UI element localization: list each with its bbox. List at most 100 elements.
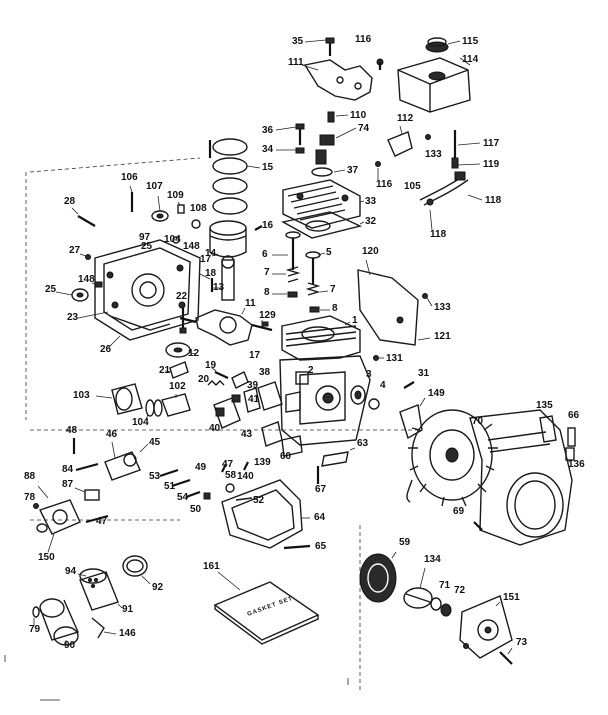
cylinder-head-33 [282, 179, 365, 229]
screw-65 [283, 544, 311, 550]
fuel-pump-63 [321, 447, 356, 467]
callout-118: 118 [485, 195, 502, 206]
screw-84 [75, 462, 99, 472]
callout-3: 3 [366, 369, 372, 380]
callout-105: 105 [404, 181, 421, 192]
starter-cup-134 [403, 567, 433, 609]
callout-21: 21 [159, 365, 171, 376]
callout-64: 64 [314, 512, 326, 523]
crankcase-cover-26 [94, 239, 201, 349]
callout-84: 84 [62, 464, 74, 475]
callout-58: 58 [225, 470, 237, 481]
callout-1: 1 [352, 315, 358, 326]
callout-18: 18 [205, 268, 217, 279]
nut-72 [440, 603, 452, 617]
callout-139: 139 [254, 457, 271, 468]
callout-78: 78 [24, 492, 36, 503]
callout-8: 8 [332, 303, 338, 314]
callout-37: 37 [347, 165, 359, 176]
muffler-core-91 [79, 568, 123, 611]
flywheel-149 [399, 397, 498, 507]
callout-121: 121 [434, 331, 451, 342]
callout-87: 87 [62, 479, 74, 490]
callout-46: 46 [106, 429, 118, 440]
gasket-23 [77, 311, 171, 331]
fitting-87 [74, 487, 100, 501]
callout-43: 43 [241, 429, 253, 440]
piston-rings-15 [208, 138, 261, 215]
callout-41: 41 [248, 394, 260, 405]
intake-tube-102 [161, 393, 191, 417]
callout-133: 133 [434, 302, 451, 313]
nut-94 [77, 573, 87, 577]
callout-111: 111 [288, 57, 304, 68]
callout-97: 97 [139, 232, 151, 243]
callout-133: 133 [425, 149, 442, 160]
rod-bolts-18 [199, 273, 214, 292]
callout-7: 7 [330, 284, 336, 295]
callout-25: 25 [141, 241, 153, 252]
gasket-39 [243, 387, 261, 413]
callout-74: 74 [358, 123, 370, 134]
washer-71 [430, 597, 442, 611]
key-129 [261, 320, 269, 327]
bolt-36 [275, 123, 305, 154]
callout-53: 53 [149, 471, 161, 482]
cylinder-block-1 [279, 315, 371, 446]
spring-20 [207, 380, 225, 386]
governor-gear-107 [151, 195, 169, 222]
callout-20: 20 [198, 374, 210, 385]
base-gasket-64 [221, 479, 310, 549]
callout-25: 25 [45, 284, 57, 295]
callout-73: 73 [516, 637, 528, 648]
callout-109: 109 [167, 190, 184, 201]
screw-47 [85, 514, 109, 524]
callout-71: 71 [439, 580, 451, 591]
callout-79: 79 [29, 624, 41, 635]
fuel-pump-150 [33, 485, 81, 553]
callout-136: 136 [568, 459, 585, 470]
callout-8: 8 [264, 287, 270, 298]
cam-gear-12 [165, 342, 197, 358]
callout-13: 13 [213, 282, 225, 293]
callout-72: 72 [454, 585, 466, 596]
bracket-112 [387, 125, 431, 157]
callout-120: 120 [362, 246, 379, 257]
callout-11: 11 [245, 298, 256, 309]
callout-151: 151 [503, 592, 520, 603]
gasket-kit-label: GASKET SET [247, 596, 294, 618]
spark-plug-37 [311, 167, 346, 177]
callout-70: 70 [472, 416, 484, 427]
callout-14: 14 [205, 248, 217, 259]
callout-129: 129 [259, 310, 276, 321]
callout-23: 23 [67, 312, 79, 323]
gear-58 [225, 483, 235, 493]
washer-4 [368, 398, 380, 410]
callout-59: 59 [399, 537, 411, 548]
callout-148: 148 [183, 241, 200, 252]
callout-47: 47 [222, 459, 234, 470]
callout-12: 12 [188, 348, 200, 359]
control-bracket-46 [104, 441, 141, 481]
throttle-link-53 [159, 461, 249, 500]
callout-36: 36 [262, 125, 274, 136]
head-bolt-35 [304, 37, 335, 56]
callout-5: 5 [326, 247, 332, 258]
callout-110: 110 [350, 110, 367, 121]
callout-90: 90 [64, 640, 76, 651]
screw-131 [373, 355, 384, 361]
callout-104: 104 [164, 234, 181, 245]
callout-148: 148 [78, 274, 95, 285]
callout-47: 47 [96, 516, 108, 527]
stud-117 [451, 130, 481, 169]
valve-6 [272, 231, 301, 270]
rewind-starter-151 [459, 595, 513, 659]
callout-146: 146 [119, 628, 136, 639]
oil-seal-3 [350, 385, 366, 405]
callout-112: 112 [397, 113, 414, 124]
bolt-31 [403, 381, 415, 389]
piston-14 [209, 220, 247, 258]
callout-60: 60 [280, 451, 292, 462]
plug-148 [91, 281, 103, 288]
callout-27: 27 [69, 245, 81, 256]
